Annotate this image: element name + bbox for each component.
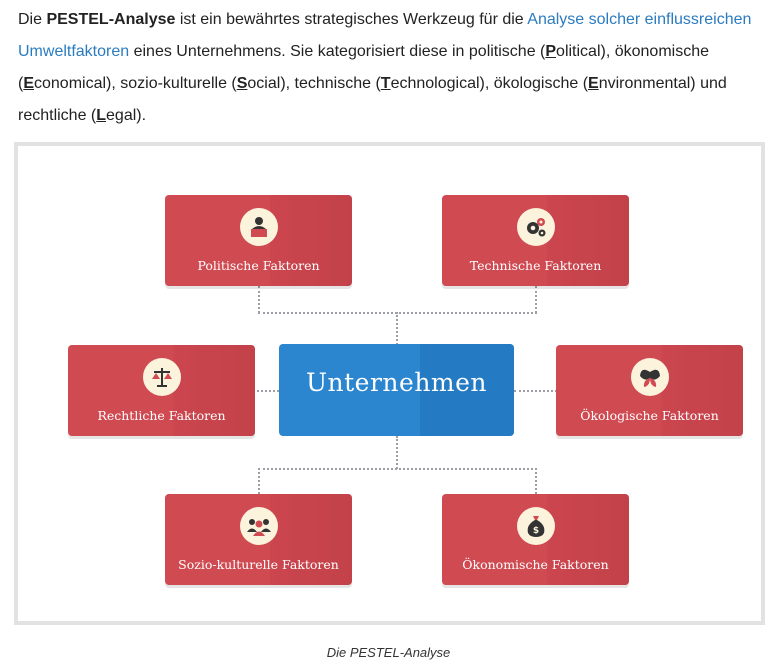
card-label: Technische Faktoren (469, 258, 602, 273)
intro-text: eines Unternehmens. Sie kategorisiert di… (129, 43, 546, 60)
figure-caption: Die PESTEL-Analyse (326, 645, 451, 660)
leaves-icon (630, 358, 669, 396)
connector-left (236, 390, 279, 392)
intro-text: ocial), technische ( (247, 75, 381, 92)
intro-paragraph: Die PESTEL-Analyse ist ein bewährtes str… (18, 4, 763, 132)
connector-bottom-right-up (535, 468, 537, 494)
gears-icon (516, 208, 555, 246)
pestel-figure: Unternehmen Politische Faktoren (14, 142, 765, 625)
center-box-company: Unternehmen (279, 344, 514, 436)
connector-top-left-down (258, 286, 260, 313)
card-label: Ökologische Faktoren (580, 408, 719, 423)
card-label: Sozio-kulturelle Faktoren (178, 557, 339, 572)
intro-text: olitical), ökonomische ( (18, 43, 709, 92)
letter-t: T (380, 75, 391, 92)
center-label: Unternehmen (305, 368, 488, 397)
connector-top-right-down (535, 286, 537, 313)
analysis-link[interactable]: Analyse solcher einflussreichen Umweltfa… (18, 11, 752, 60)
card-label: Ökonomische Faktoren (462, 557, 609, 572)
intro-text: ist ein bewährtes strategisches Werkzeug… (175, 11, 528, 28)
letter-l: L (96, 107, 107, 124)
letter-p: P (545, 43, 557, 60)
card-political: Politische Faktoren (165, 195, 352, 286)
connector-top-center (396, 312, 398, 345)
politician-podium-icon (239, 208, 278, 246)
connector-right (514, 390, 557, 392)
card-environmental: Ökologische Faktoren (556, 345, 743, 436)
intro-text: Die (18, 11, 47, 28)
pestel-diagram: Unternehmen Politische Faktoren (18, 146, 761, 621)
card-social: Sozio-kulturelle Faktoren (165, 494, 352, 585)
card-label: Politische Faktoren (197, 258, 320, 273)
card-economic: $ Ökonomische Faktoren (442, 494, 629, 585)
connector-bottom-center (396, 436, 398, 469)
intro-text: egal). (106, 107, 147, 124)
intro-bold-term: PESTEL-Analyse (46, 11, 176, 28)
connector-bottom-horizontal (258, 468, 537, 470)
intro-text: nvironmental) und rechtliche ( (18, 75, 727, 124)
svg-text:$: $ (532, 526, 538, 536)
money-bag-icon: $ (516, 507, 555, 545)
scales-icon (142, 358, 181, 396)
people-group-icon (239, 507, 278, 545)
card-label: Rechtliche Faktoren (97, 408, 226, 423)
intro-text: echnological), ökologische ( (390, 75, 589, 92)
letter-s: S (236, 75, 248, 92)
letter-e: E (23, 75, 34, 92)
intro-text: conomical), sozio-kulturelle ( (34, 75, 237, 92)
card-legal: Rechtliche Faktoren (68, 345, 255, 436)
connector-bottom-left-up (258, 468, 260, 494)
letter-e: E (588, 75, 599, 92)
card-technological: Technische Faktoren (442, 195, 629, 286)
